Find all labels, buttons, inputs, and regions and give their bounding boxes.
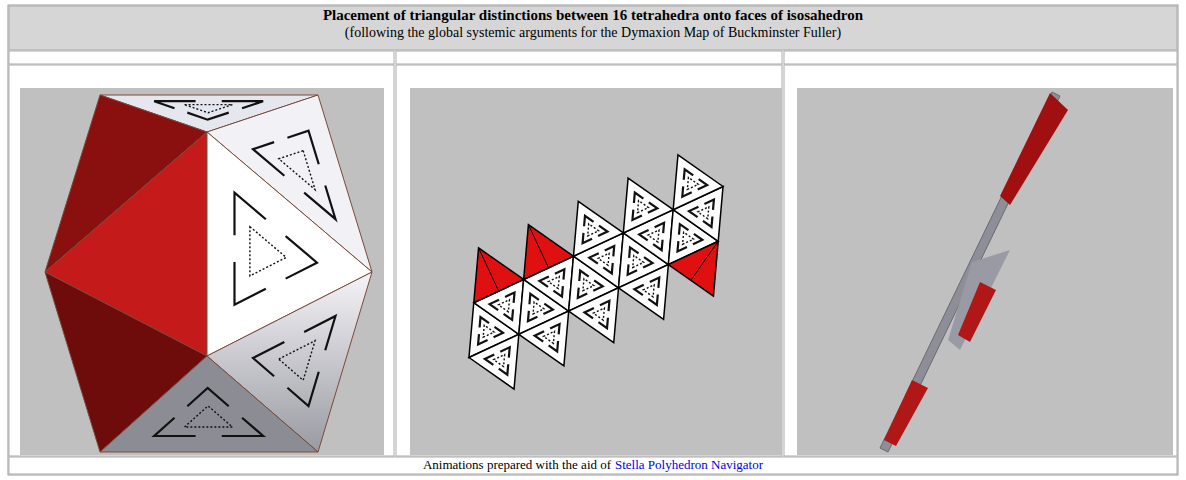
net-face: [524, 225, 574, 280]
empty-cell: [784, 51, 1177, 64]
net-face: [519, 311, 569, 366]
inner-mark: [279, 341, 315, 381]
distinction-mark: [304, 316, 335, 350]
fold-line: [528, 225, 548, 268]
footer-cell: [9, 457, 1177, 474]
inner-mark: [648, 230, 659, 242]
inner-mark: [588, 224, 599, 236]
icosahedron: [45, 95, 372, 452]
net-face: [573, 201, 623, 256]
distinction-mark: [187, 113, 228, 120]
footer-link: Stella Polyhedron Navigator: [615, 457, 763, 472]
red-face: [884, 380, 928, 446]
inner-mark: [698, 207, 709, 219]
red-face: [958, 282, 996, 342]
subtitle: (following the global systemic arguments…: [9, 24, 1177, 41]
fold-line: [479, 248, 499, 291]
distinction-mark: [235, 262, 266, 305]
inner-mark: [548, 277, 559, 289]
distinction-mark: [478, 334, 487, 344]
empty-cell: [9, 51, 394, 64]
inner-mark: [185, 406, 233, 427]
distinction-mark: [287, 131, 318, 165]
distinction-mark: [187, 388, 228, 406]
inner-mark: [498, 300, 509, 312]
inner-mark: [185, 105, 233, 113]
distinction-mark: [154, 418, 195, 436]
net-sliver: [948, 250, 1010, 350]
distinction-mark: [682, 186, 691, 196]
distinction-mark: [287, 372, 318, 406]
icosahedron-net: [469, 155, 723, 389]
footer-text: Animations prepared with the aid of: [423, 457, 611, 472]
inner-mark: [598, 253, 609, 265]
inner-mark: [533, 302, 544, 314]
inner-mark: [633, 255, 644, 267]
distinction-mark: [286, 236, 317, 279]
image-ground: [20, 88, 384, 455]
inner-mark: [643, 285, 654, 297]
distinction-mark: [578, 288, 587, 298]
fold-line: [691, 241, 718, 280]
image-ground: [410, 88, 782, 455]
distinction-mark: [528, 311, 537, 321]
net-face: [569, 288, 619, 343]
inner-mark: [483, 325, 494, 337]
inner-mark: [687, 177, 698, 189]
net-edge-view: [880, 92, 1068, 452]
distinction-mark: [583, 233, 592, 243]
table-frame: [8, 5, 1178, 475]
net-face: [668, 241, 718, 296]
header-cell: [9, 6, 1177, 50]
distinction-mark: [222, 101, 263, 108]
red-face: [1000, 93, 1068, 205]
net-face: [469, 334, 519, 389]
image-ground: [797, 88, 1173, 455]
inner-mark: [279, 151, 315, 190]
distinction-mark: [235, 193, 266, 236]
inner-mark: [250, 227, 286, 276]
image-cell: [784, 65, 1177, 456]
distinction-mark: [677, 241, 686, 251]
inner-mark: [583, 279, 594, 291]
inner-mark: [544, 331, 555, 343]
distinction-mark: [628, 264, 637, 274]
net-face: [474, 248, 524, 303]
inner-mark: [593, 308, 604, 320]
ico-face: [100, 356, 318, 452]
net-face: [619, 265, 669, 320]
distinction-mark: [632, 210, 641, 220]
image-cell: [9, 65, 394, 456]
net-face: [673, 155, 723, 210]
net-face: [623, 178, 673, 233]
inner-mark: [683, 232, 694, 244]
inner-mark: [638, 201, 649, 213]
inner-mark: [494, 355, 505, 367]
empty-cell: [396, 51, 782, 64]
image-cell: [396, 65, 782, 456]
distinction-mark: [304, 186, 335, 220]
table-title: Placement of triangular distinctions bet…: [9, 6, 1177, 24]
